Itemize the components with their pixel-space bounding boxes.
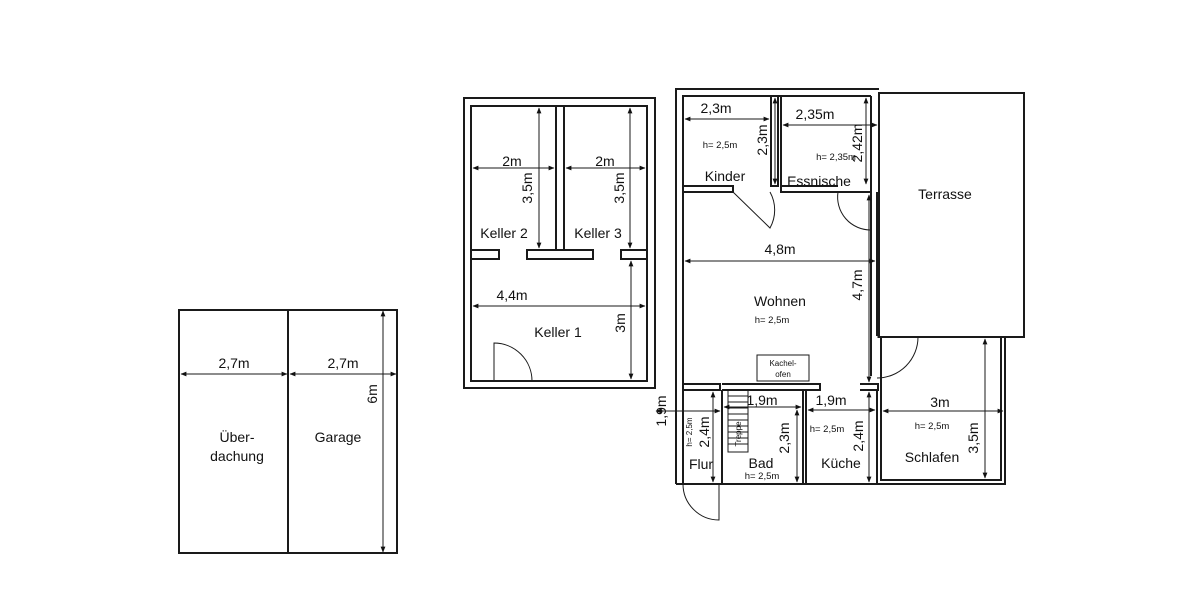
stair: Treppe: [727, 389, 749, 453]
essnische-walls: [780, 96, 871, 193]
basement-outer-wall: [463, 97, 656, 389]
schlafen-height-label: h= 2,5m: [915, 421, 950, 432]
flur-depth-label: 2,4m: [696, 416, 712, 447]
keller2-depth-label: 3,5m: [519, 172, 535, 203]
garage-width-label: 2,7m: [327, 355, 358, 371]
essnische-depth-label: 2,42m: [849, 124, 865, 163]
flur-label: Flur: [689, 456, 713, 472]
ueberdachung-label-line1: Über-: [219, 428, 254, 445]
terrasse-outline: [878, 92, 1025, 338]
lower-wall-seg-2: [722, 383, 821, 391]
wohnen-depth-label: 4,7m: [849, 269, 865, 300]
kueche-label: Küche: [821, 455, 861, 471]
bad-width-label: 1,9m: [746, 392, 777, 408]
basement-wall-seg-1: [470, 249, 500, 260]
essnische-label: Essnische: [787, 173, 851, 189]
keller1-depth-label: 3m: [612, 313, 628, 332]
kinder-height-label: h= 2,5m: [703, 140, 738, 151]
garage-label: Garage: [315, 429, 362, 445]
bad-depth-label: 2,3m: [776, 422, 792, 453]
keller2-width-label: 2m: [502, 153, 521, 169]
essnische-door-swing: [837, 191, 872, 231]
essnische-height-label: h= 2,35m: [816, 152, 856, 163]
lower-wall-seg-1: [683, 383, 721, 391]
bad-label: Bad: [749, 455, 774, 471]
house-inner-wall-left-top: [682, 95, 871, 484]
schlafen-label: Schlafen: [905, 449, 959, 465]
house-outer-wall-left-top: [675, 88, 879, 484]
stair-label: Treppe: [734, 421, 743, 447]
kachelofen-box: [756, 354, 810, 382]
kueche-depth-label: 2,4m: [850, 420, 866, 451]
schlafen-door-swing: [876, 336, 919, 379]
wohnen-height-label: h= 2,5m: [755, 315, 790, 326]
kachelofen-label-line2: ofen: [775, 370, 791, 379]
schlafen-depth-label: 3,5m: [965, 422, 981, 453]
wohnen-width-label: 4,8m: [764, 241, 795, 257]
flur-width-label: 1,9m: [653, 395, 669, 426]
basement-wall-seg-3: [620, 249, 648, 260]
keller3-label: Keller 3: [574, 225, 622, 241]
keller2-label: Keller 2: [480, 225, 528, 241]
lower-wall-seg-3: [860, 383, 879, 391]
stair-outline: [727, 389, 749, 453]
keller3-depth-label: 3,5m: [611, 172, 627, 203]
flur-height-label: h= 2,5m: [685, 417, 694, 446]
kueche-height-label: h= 2,5m: [810, 424, 845, 435]
keller1-door-swing: [493, 342, 533, 382]
entrance-door-swing: [682, 483, 720, 521]
kinder-bottom-wall: [683, 185, 734, 193]
terrasse-label: Terrasse: [918, 186, 972, 202]
kachelofen-label-line1: Kachel-: [769, 359, 796, 368]
basement-inner-wall: [470, 105, 648, 382]
kinder-width-label: 2,3m: [700, 100, 731, 116]
garage-block: 2,7m 2,7m 6m Über- dachung Garage: [178, 309, 398, 554]
wohnen-label: Wohnen: [754, 293, 806, 309]
ueberdachung-label-line2: dachung: [210, 448, 264, 464]
keller1-width-label: 4,4m: [496, 287, 527, 303]
basement: 2m 3,5m Keller 2 2m 3,5m Keller 3 4,4m 3…: [463, 97, 656, 389]
garage-length-label: 6m: [364, 384, 380, 403]
ground-floor: Terrasse 2,3m 2,3m h= 2,5m Kinder 2,35m …: [653, 88, 1025, 521]
schlafen-width-label: 3m: [930, 394, 949, 410]
kinder-right-wall: [770, 96, 779, 187]
kinder-label: Kinder: [705, 168, 746, 184]
kinder-depth-label: 2,3m: [754, 124, 770, 155]
basement-wall-seg-2: [526, 249, 594, 260]
ueberdachung-width-label: 2,7m: [218, 355, 249, 371]
essnische-width-label: 2,35m: [796, 106, 835, 122]
bad-height-label: h= 2,5m: [745, 471, 780, 482]
kinder-door-swing: [732, 191, 776, 229]
keller1-label: Keller 1: [534, 324, 582, 340]
keller3-width-label: 2m: [595, 153, 614, 169]
kueche-width-label: 1,9m: [815, 392, 846, 408]
